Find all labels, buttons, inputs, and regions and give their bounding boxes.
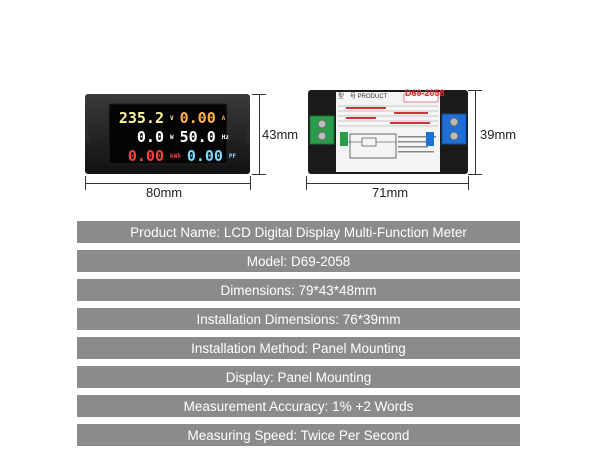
- back-model-code: D69-2058: [405, 88, 445, 98]
- front-height-label: 43mm: [262, 127, 299, 142]
- voltage-reading: 235.2: [118, 109, 164, 127]
- spec-dimensions: Dimensions: 79*43*48mm: [77, 279, 520, 301]
- spec-installation-method: Installation Method: Panel Mounting: [77, 337, 520, 359]
- front-height-line: [259, 94, 260, 174]
- power-factor-unit: PF: [228, 153, 237, 160]
- front-width-label: 80mm: [146, 185, 183, 200]
- spec-display: Display: Panel Mounting: [77, 366, 520, 388]
- back-height-line: [475, 90, 476, 174]
- spec-product-name: Product Name: LCD Digital Display Multi-…: [77, 221, 520, 243]
- back-height-label: 39mm: [480, 127, 517, 142]
- back-label-prefix: 型 号 PRODUCT: [338, 94, 388, 100]
- frequency-unit: Hz: [221, 134, 229, 141]
- meter-back-body: [308, 90, 468, 174]
- spec-measurement-accuracy: Measurement Accuracy: 1% +2 Words: [77, 395, 520, 417]
- frequency-reading: 50.0: [179, 128, 216, 146]
- back-height-tick-bottom: [468, 174, 482, 175]
- energy-reading: 0.00: [127, 147, 164, 165]
- back-width-label: 71mm: [372, 185, 409, 200]
- energy-unit: kWh: [170, 153, 181, 160]
- front-width-line: [85, 183, 251, 184]
- current-reading: 0.00: [179, 109, 216, 127]
- spec-measuring-speed: Measuring Speed: Twice Per Second: [77, 424, 520, 446]
- front-height-tick-bottom: [252, 174, 266, 175]
- power-factor-reading: 0.00: [186, 147, 223, 165]
- voltage-unit: V: [170, 115, 174, 122]
- current-unit: A: [221, 115, 226, 122]
- back-width-line: [306, 183, 469, 184]
- spec-model: Model: D69-2058: [77, 250, 520, 272]
- spec-installation-dimensions: Installation Dimensions: 76*39mm: [77, 308, 520, 330]
- power-reading: 0.0: [136, 128, 164, 146]
- power-unit: W: [170, 134, 174, 141]
- meter-front-body: [85, 94, 250, 174]
